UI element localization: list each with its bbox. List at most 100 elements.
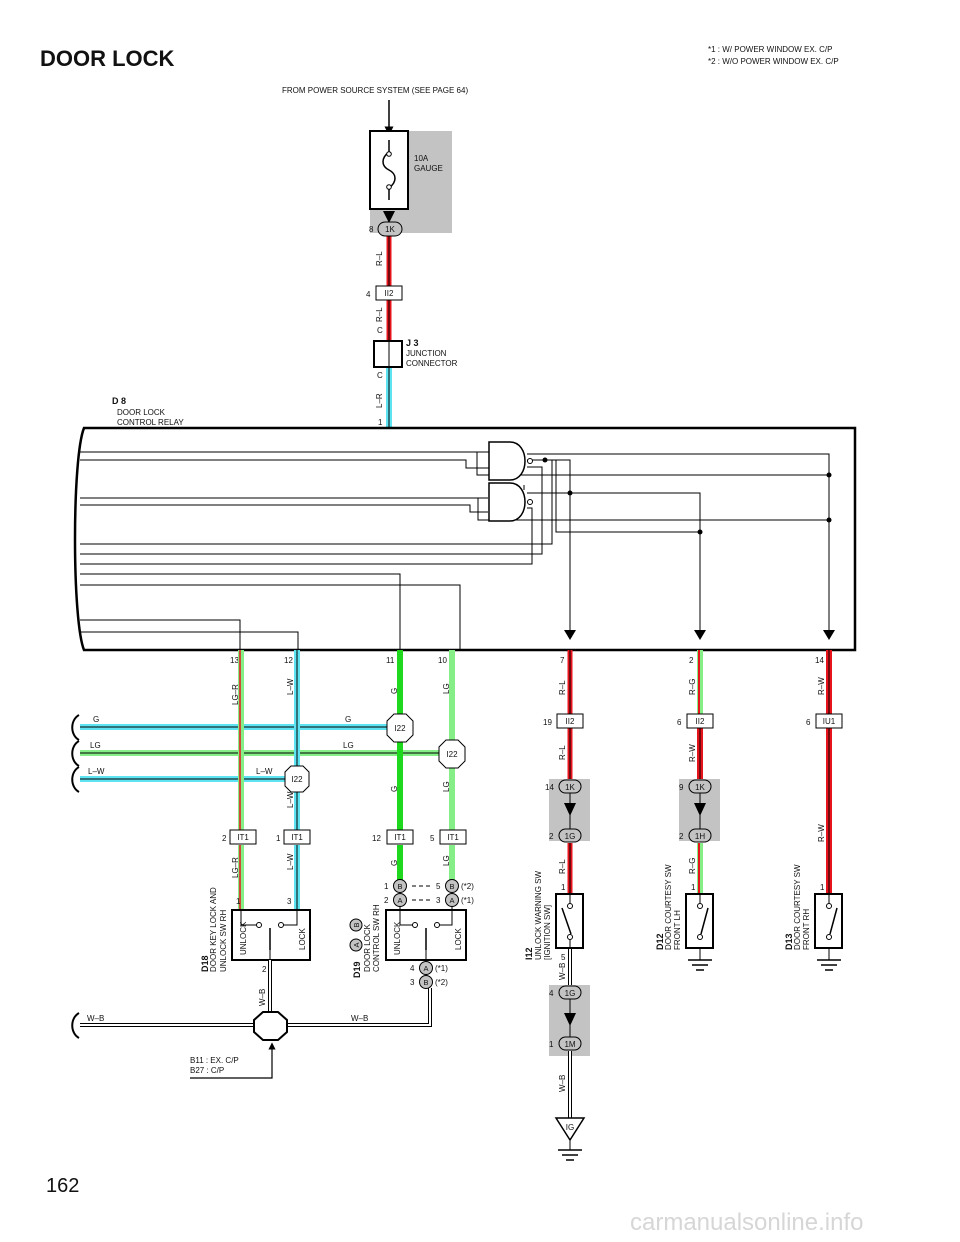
svg-text:4: 4 bbox=[410, 964, 415, 973]
svg-text:3: 3 bbox=[287, 897, 292, 906]
svg-text:IT1: IT1 bbox=[394, 833, 406, 842]
svg-text:A: A bbox=[352, 942, 361, 947]
fuse-name: GAUGE bbox=[414, 164, 443, 173]
svg-text:LG: LG bbox=[442, 683, 451, 694]
svg-text:D13: D13 bbox=[784, 933, 794, 950]
connector-1K-top: 1K 8 bbox=[369, 221, 403, 237]
svg-text:2: 2 bbox=[222, 834, 227, 843]
svg-text:IU1: IU1 bbox=[823, 717, 836, 726]
svg-text:4: 4 bbox=[549, 989, 554, 998]
watermark: carmanualsonline.info bbox=[630, 1209, 863, 1236]
svg-text:A: A bbox=[449, 896, 454, 905]
connector-IT1-b: IT1 1 bbox=[276, 829, 311, 845]
svg-text:13: 13 bbox=[230, 656, 239, 665]
wire-lgr bbox=[238, 650, 244, 910]
svg-text:12: 12 bbox=[372, 834, 381, 843]
svg-text:14: 14 bbox=[545, 783, 554, 792]
svg-text:B: B bbox=[423, 978, 428, 987]
svg-text:1: 1 bbox=[384, 882, 389, 891]
connector-II2-col7: II2 19 bbox=[543, 713, 584, 729]
svg-text:5: 5 bbox=[430, 834, 435, 843]
bus-wires bbox=[71, 714, 445, 793]
wire-col2 bbox=[679, 650, 720, 894]
svg-text:L–W: L–W bbox=[88, 767, 105, 776]
svg-text:LOCK: LOCK bbox=[298, 928, 307, 950]
door-key-lock-switch-d18: UNLOCK LOCK bbox=[231, 909, 311, 961]
svg-text:CONTROL SW RH: CONTROL SW RH bbox=[372, 904, 381, 972]
svg-text:2: 2 bbox=[679, 832, 684, 841]
connector-II2-col2: II2 6 bbox=[677, 713, 714, 729]
svg-text:L–W: L–W bbox=[286, 791, 295, 808]
door-courtesy-switch-d12 bbox=[685, 893, 714, 971]
page-number: 162 bbox=[46, 1175, 79, 1197]
svg-text:G: G bbox=[390, 688, 399, 694]
connector-IU1: IU1 6 bbox=[806, 713, 843, 729]
svg-text:10: 10 bbox=[438, 656, 447, 665]
power-source-label: FROM POWER SOURCE SYSTEM (SEE PAGE 64) bbox=[282, 86, 468, 95]
svg-text:LG–R: LG–R bbox=[231, 857, 240, 878]
svg-text:1H: 1H bbox=[695, 832, 705, 841]
svg-text:C: C bbox=[377, 371, 383, 380]
svg-text:UNLOCK SW RH: UNLOCK SW RH bbox=[219, 910, 228, 972]
svg-text:1: 1 bbox=[561, 883, 566, 892]
svg-text:7: 7 bbox=[560, 656, 565, 665]
svg-text:R–W: R–W bbox=[688, 744, 697, 762]
fuse-block: 10A GAUGE bbox=[369, 100, 452, 233]
svg-text:(*1): (*1) bbox=[461, 896, 474, 905]
svg-text:[IGNITION SW]: [IGNITION SW] bbox=[543, 905, 552, 960]
svg-text:G: G bbox=[390, 860, 399, 866]
relay-id: D 8 bbox=[112, 396, 126, 406]
svg-text:G: G bbox=[390, 786, 399, 792]
svg-text:IT1: IT1 bbox=[237, 833, 249, 842]
svg-text:B27 : C/P: B27 : C/P bbox=[190, 1066, 224, 1075]
svg-text:LG: LG bbox=[442, 855, 451, 866]
unlock-warning-switch-i12 bbox=[555, 893, 584, 949]
svg-text:W–B: W–B bbox=[351, 1014, 368, 1023]
svg-text:IT1: IT1 bbox=[291, 833, 303, 842]
svg-text:(*2): (*2) bbox=[461, 882, 474, 891]
svg-text:1M: 1M bbox=[564, 1040, 575, 1049]
svg-text:2: 2 bbox=[262, 965, 267, 974]
svg-text:W–B: W–B bbox=[558, 963, 567, 980]
svg-text:UNLOCK: UNLOCK bbox=[393, 921, 402, 955]
svg-text:14: 14 bbox=[815, 656, 824, 665]
connector-II2-top: II2 4 bbox=[366, 285, 403, 301]
svg-text:CONTROL RELAY: CONTROL RELAY bbox=[117, 418, 184, 427]
wb-ground-wire bbox=[71, 960, 432, 1079]
connector-1K-col7: 1K 14 bbox=[545, 779, 582, 794]
svg-text:1G: 1G bbox=[565, 832, 576, 841]
svg-text:1: 1 bbox=[378, 418, 383, 427]
svg-text:I22: I22 bbox=[394, 724, 406, 733]
svg-text:II2: II2 bbox=[385, 289, 394, 298]
svg-text:R–W: R–W bbox=[817, 824, 826, 842]
connector-IT1-a: IT1 2 bbox=[222, 829, 257, 845]
svg-text:I12: I12 bbox=[524, 947, 534, 960]
svg-text:I22: I22 bbox=[291, 775, 303, 784]
svg-text:W–B: W–B bbox=[558, 1075, 567, 1092]
svg-text:1: 1 bbox=[691, 883, 696, 892]
svg-text:LG: LG bbox=[442, 781, 451, 792]
svg-text:IG: IG bbox=[566, 1123, 574, 1132]
svg-text:1G: 1G bbox=[565, 989, 576, 998]
svg-text:1: 1 bbox=[276, 834, 281, 843]
svg-text:11: 11 bbox=[386, 656, 395, 665]
svg-text:R–G: R–G bbox=[688, 679, 697, 695]
svg-text:1K: 1K bbox=[385, 225, 395, 234]
splice-I22-c: I22 bbox=[438, 739, 466, 769]
svg-text:FRONT RH: FRONT RH bbox=[802, 909, 811, 950]
svg-text:1: 1 bbox=[236, 897, 241, 906]
svg-text:B: B bbox=[449, 882, 454, 891]
ground-IG: IG bbox=[554, 1117, 586, 1161]
svg-text:B11 : EX. C/P: B11 : EX. C/P bbox=[190, 1056, 239, 1065]
note-star2: *2 : W/O POWER WINDOW EX. C/P bbox=[708, 57, 839, 66]
svg-text:R–G: R–G bbox=[688, 858, 697, 874]
svg-text:C: C bbox=[377, 326, 383, 335]
svg-text:UNLOCK: UNLOCK bbox=[239, 921, 248, 955]
svg-text:3: 3 bbox=[410, 978, 415, 987]
svg-text:4: 4 bbox=[366, 290, 371, 299]
svg-text:3: 3 bbox=[436, 896, 441, 905]
svg-text:LG–R: LG–R bbox=[231, 684, 240, 705]
svg-text:G: G bbox=[345, 715, 351, 724]
connector-A-bottom: A 4 (*1) bbox=[410, 961, 448, 975]
door-courtesy-switch-d13 bbox=[814, 893, 843, 971]
